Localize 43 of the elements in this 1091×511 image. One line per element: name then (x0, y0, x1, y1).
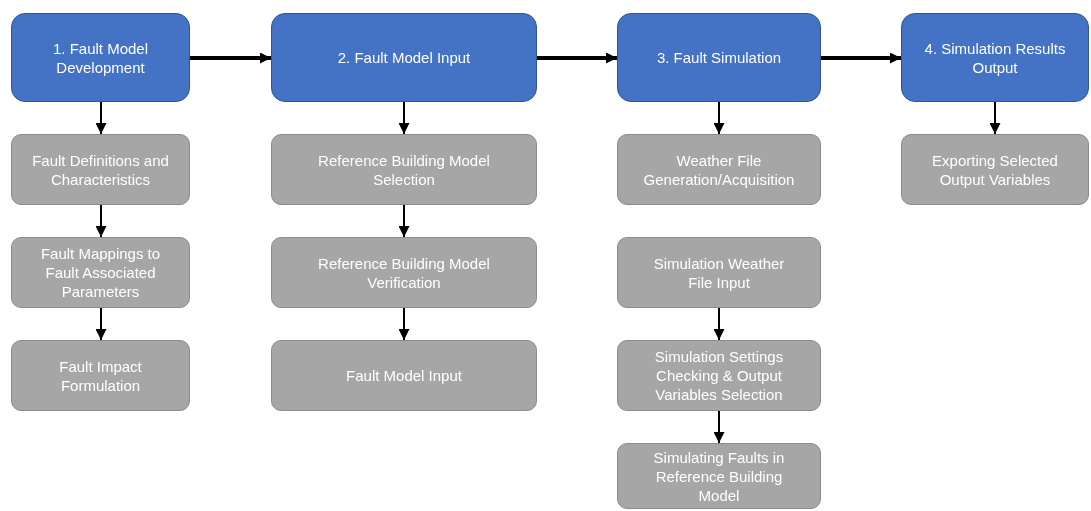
arrow (713, 307, 725, 341)
box-label: Fault Mappings to Fault Associated Parameters (39, 244, 162, 301)
process-box (617, 340, 821, 411)
arrow (398, 204, 410, 238)
process-box (617, 237, 821, 308)
box-label: Simulating Faults in Reference Building Model (652, 447, 786, 505)
process-box (11, 340, 190, 411)
arrow (398, 307, 410, 341)
arrow (989, 101, 1001, 135)
arrow (95, 204, 107, 238)
stage-box (11, 13, 190, 102)
box-label: 4. Simulation Results Output (923, 38, 1067, 77)
process-box (271, 340, 537, 411)
process-box (617, 134, 821, 205)
arrow (398, 101, 410, 135)
arrow (821, 52, 901, 64)
arrow (95, 101, 107, 135)
box-label: Fault Impact Formulation (58, 356, 143, 395)
box-label: Exporting Selected Output Variables (931, 150, 1059, 189)
stage-box (901, 13, 1089, 102)
arrow (95, 307, 107, 341)
box-label: 1. Fault Model Development (51, 38, 149, 77)
process-box (617, 443, 821, 509)
box-label: Fault Model Input (346, 366, 462, 385)
process-box (11, 134, 190, 205)
box-label: Weather File Generation/Acquisition (642, 150, 796, 189)
process-box (901, 134, 1089, 205)
box-label: 3. Fault Simulation (656, 48, 782, 67)
process-box (11, 237, 190, 308)
arrow (713, 101, 725, 135)
box-label: Reference Building Model Verification (317, 253, 491, 292)
box-label: Fault Definitions and Characteristics (31, 150, 170, 189)
stage-box (271, 13, 537, 102)
box-label: Simulation Settings Checking & Output Variables Selection (653, 347, 785, 404)
box-label: Reference Building Model Selection (317, 150, 491, 189)
process-box (271, 134, 537, 205)
arrow (713, 410, 725, 444)
arrow (537, 52, 617, 64)
box-label: Simulation Weather File Input (652, 253, 786, 292)
arrow (190, 52, 271, 64)
process-box (271, 237, 537, 308)
stage-box (617, 13, 821, 102)
box-label: 2. Fault Model Input (337, 48, 471, 67)
